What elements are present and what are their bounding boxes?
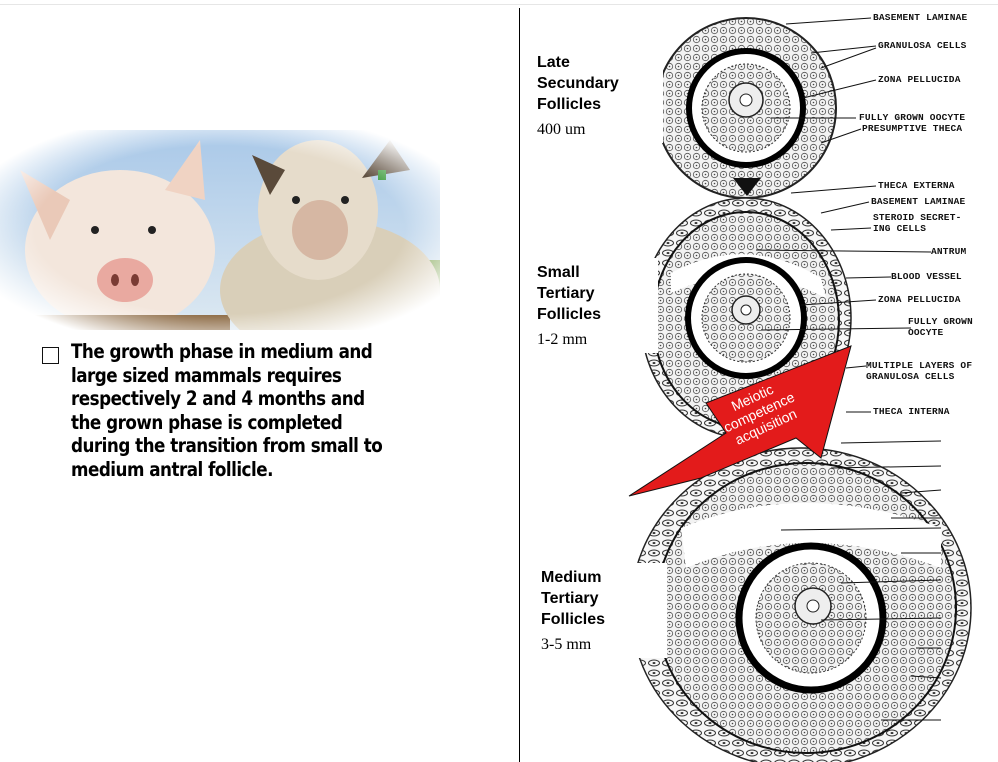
annotation-label: MULTIPLE LAYERS OF [866, 360, 972, 371]
stage-name-line: Late [537, 52, 657, 73]
stage-name-line: Medium [541, 567, 661, 588]
stage-size: 400 um [537, 121, 657, 139]
pig-sheep-photo [0, 130, 440, 330]
annotation-label: GRANULOSA CELLS [878, 40, 967, 51]
annotation-label: BLOOD VESSEL [891, 271, 962, 282]
stage-name-line: Tertiary [537, 283, 652, 304]
annotation-label: PRESUMPTIVE THECA [862, 123, 962, 134]
stage-name-line: Tertiary [541, 588, 661, 609]
stage-name-line: Follicles [541, 609, 661, 630]
bullet-point: The growth phase in medium and large siz… [42, 340, 442, 481]
medium-tertiary-follicle [631, 448, 971, 762]
late-secondary-follicle [656, 18, 836, 198]
annotation-label: FULLY GROWN OOCYTE [859, 112, 965, 123]
annotation-label: THECA INTERNA [873, 406, 950, 417]
annotation-label: BASEMENT LAMINAE [873, 12, 967, 23]
stage-label-small-tertiary: Small Tertiary Follicles 1-2 mm [531, 258, 658, 353]
stage-label-late-secondary: Late Secundary Follicles 400 um [531, 48, 663, 143]
annotation-label: GRANULOSA CELLS [866, 371, 955, 382]
stage-name-line: Follicles [537, 94, 657, 115]
checkbox-square-icon [42, 347, 59, 364]
bullet-text: The growth phase in medium and large siz… [71, 340, 390, 481]
annotation-label: ANTRUM [931, 246, 966, 257]
stage-size: 1-2 mm [537, 331, 652, 349]
diagram-left-border [519, 8, 520, 762]
annotation-label: BASEMENT LAMINAE [871, 196, 965, 207]
stage-size: 3-5 mm [541, 636, 661, 654]
annotation-label: FULLY GROWN [908, 316, 973, 327]
annotation-label: OOCYTE [908, 327, 943, 338]
annotation-label: ZONA PELLUCIDA [878, 74, 961, 85]
follicle-diagram: Late Secundary Follicles 400 um Small Te… [519, 8, 998, 762]
annotation-label: STEROID SECRET- [873, 212, 962, 223]
stage-name-line: Small [537, 262, 652, 283]
annotation-label: ZONA PELLUCIDA [878, 294, 961, 305]
stage-name-line: Follicles [537, 304, 652, 325]
annotation-label: ING CELLS [873, 223, 926, 234]
stage-name-line: Secundary [537, 73, 657, 94]
stage-label-medium-tertiary: Medium Tertiary Follicles 3-5 mm [535, 563, 667, 658]
top-divider [0, 4, 998, 5]
annotation-label: THECA EXTERNA [878, 180, 955, 191]
